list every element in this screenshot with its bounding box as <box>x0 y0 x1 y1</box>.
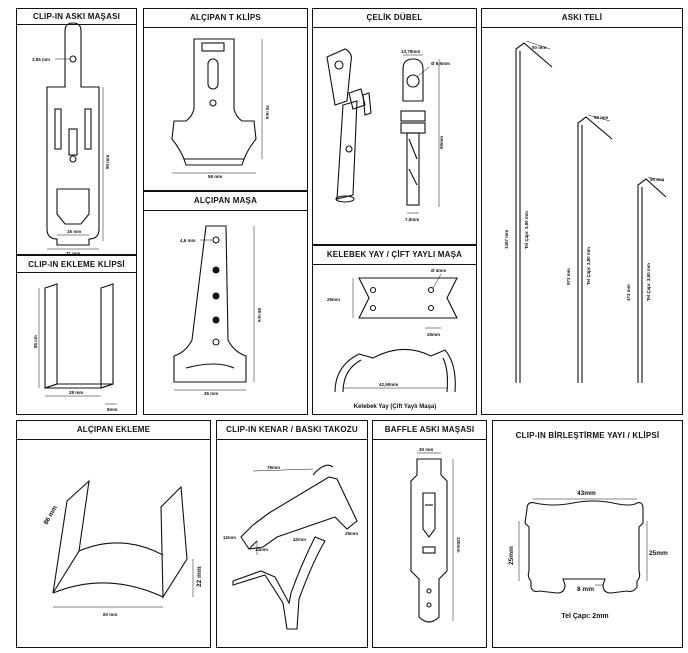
dim-right: 22 mm <box>196 566 203 587</box>
dim-height: 86 mm <box>43 504 59 526</box>
caption: Tel Çapı: 2mm <box>561 613 608 620</box>
alcipan-masa-drawing: 4,6 mm 66 mm 36 mm <box>173 225 262 396</box>
alcipan-t-klips-drawing: 76 mm 56 mm <box>171 38 270 179</box>
alcipan-ekleme-drawing: 86 mm 22 mm 60 mm <box>43 479 203 617</box>
dim-mid-hook: 50 mm <box>594 115 608 120</box>
dim-long-hook: 50 mm <box>532 45 546 50</box>
dim-mid: 42mm <box>293 537 306 542</box>
dim-left: 25mm <box>508 546 515 565</box>
dim-inner-width: 16 mm <box>67 229 81 234</box>
dim-height: 76 mm <box>265 105 270 119</box>
panel-title: ASKI TELİ <box>561 13 603 22</box>
panel-title: ALÇIPAN EKLEME <box>76 425 151 434</box>
dim-mid-len: 973 mm <box>566 268 571 285</box>
panel-clip-in-aski-masasi: CLIP-IN ASKI MAŞASI 3,55 mm 90 mm 16 mm … <box>16 8 137 256</box>
panel-title: BAFFLE ASKI MAŞASI <box>384 425 475 434</box>
title-rule <box>313 27 476 28</box>
dim-right: 25mm <box>649 550 668 557</box>
dim-bottom-width: 7,5mm <box>405 217 419 222</box>
panel-clip-in-birlestirme: CLIP-IN BİRLEŞTİRME YAYI / KLİPSİ 43mm 2… <box>492 420 683 648</box>
clip-in-ekleme-klipsi-drawing: 85 cm 28 mm 8mm <box>33 283 118 412</box>
panel-kelebek-yay: KELEBEK YAY / ÇİFT YAYLI MAŞA Ø 4mm 29mm… <box>312 245 477 415</box>
hole-filled <box>212 292 220 300</box>
panel-alcipan-ekleme: ALÇIPAN EKLEME 86 mm 22 mm 60 mm <box>16 420 211 648</box>
dim-height: 66 mm <box>257 308 262 322</box>
clip-in-aski-masasi-drawing: 3,55 mm 90 mm 16 mm 31 mm <box>32 22 110 256</box>
dim-width: 25mm <box>427 332 440 337</box>
dim-hole: 4,6 mm <box>180 238 196 243</box>
panel-alcipan-t-klips: ALÇIPAN T KLİPS 76 mm 56 mm <box>143 8 308 191</box>
dim-left: 12mm <box>223 535 236 540</box>
dim-width: 43mm <box>577 490 596 497</box>
title-rule <box>144 210 307 211</box>
dim-hole: 3,55 mm <box>32 57 50 62</box>
hole-filled <box>212 266 220 274</box>
hole-filled <box>212 316 220 324</box>
dim-width: 31 mm <box>66 251 80 256</box>
panel-title: ALÇIPAN MAŞA <box>193 196 258 205</box>
dim-right: 25mm <box>345 531 358 536</box>
kelebek-yay-drawing: Ø 4mm 29mm 25mm 42,90mm Kelebek Yay (Çif… <box>327 268 458 410</box>
panel-title: CLIP-IN ASKI MAŞASI <box>32 12 121 21</box>
dim-top: 75mm <box>267 465 280 470</box>
dim-depth: 8mm <box>107 407 118 412</box>
dim-height: 85 cm <box>33 335 38 348</box>
title-rule <box>17 24 136 25</box>
title-rule <box>373 439 486 440</box>
dim-width: 60 mm <box>103 612 117 617</box>
dim-gap: 8 mm <box>577 586 594 593</box>
dim-height: 60mm <box>439 136 444 149</box>
title-rule <box>17 439 210 440</box>
dim-small: 13mm <box>255 547 268 552</box>
panel-aski-teli: ASKI TELİ 1497 mm Tel Çapı: 3,80 mm 50 m… <box>481 8 683 415</box>
dim-long-diam: Tel Çapı: 3,80 mm <box>524 211 529 249</box>
panel-title: KELEBEK YAY / ÇİFT YAYLI MAŞA <box>326 250 463 259</box>
panel-clip-in-kenar: CLIP-IN KENAR / BASKI TAKOZU 75mm 12mm 1… <box>216 420 368 648</box>
panel-title: CLIP-IN BİRLEŞTİRME YAYI / KLİPSİ <box>515 431 660 440</box>
dim-height: 29mm <box>327 297 340 302</box>
celik-dubel-drawing: 13,79mm Ø 6,5mm 60mm 7,5mm <box>326 48 450 222</box>
baffle-aski-drawing: 30 mm 120mm <box>410 447 461 623</box>
title-rule <box>313 264 476 265</box>
dim-height: 120mm <box>456 537 461 553</box>
aski-teli-drawing: 1497 mm Tel Çapı: 3,80 mm 50 mm 973 mm T… <box>504 40 667 383</box>
dim-hole: Ø 6,5mm <box>431 61 450 66</box>
dim-width: 30 mm <box>419 447 433 452</box>
panel-title: CLIP-IN EKLEME KLİPSİ <box>28 260 125 269</box>
panel-title: ÇELİK DÜBEL <box>366 13 423 22</box>
dim-hole: Ø 4mm <box>431 268 446 273</box>
title-rule <box>482 27 682 28</box>
panel-title: ALÇIPAN T KLİPS <box>190 13 261 22</box>
title-rule <box>144 27 307 28</box>
dim-width: 36 mm <box>204 391 218 396</box>
panel-clip-in-ekleme-klipsi: CLIP-IN EKLEME KLİPSİ 85 cm 28 mm 8mm <box>16 255 137 415</box>
dim-top-width: 13,79mm <box>401 49 420 54</box>
panel-baffle-aski: BAFFLE ASKI MAŞASI 30 mm 120mm <box>372 420 487 648</box>
dim-width: 28 mm <box>69 390 83 395</box>
caption: Kelebek Yay (Çift Yaylı Maşa) <box>354 404 437 410</box>
dim-height: 90 mm <box>105 155 110 169</box>
dim-length: 42,90mm <box>379 382 398 387</box>
panel-title: CLIP-IN KENAR / BASKI TAKOZU <box>226 425 358 434</box>
clip-in-birlestirme-drawing: 43mm 25mm 25mm 8 mm Tel Çapı: 2mm <box>508 490 668 620</box>
dim-mid-diam: Tel Çapı: 3,80 mm <box>586 247 591 285</box>
dim-width: 56 mm <box>208 174 222 179</box>
clip-in-kenar-drawing: 75mm 12mm 13mm 42mm 25mm <box>223 464 358 630</box>
panel-alcipan-masa: ALÇIPAN MAŞA 4,6 mm 66 mm 36 mm <box>143 191 308 415</box>
title-rule <box>17 272 136 273</box>
dim-short-diam: Tel Çapı: 3,80 mm <box>646 263 651 301</box>
dim-short-len: 473 mm <box>626 284 631 301</box>
dim-long-len: 1497 mm <box>504 230 509 249</box>
panel-celik-dubel: ÇELİK DÜBEL 13,79mm Ø 6,5mm 60mm 7,5mm <box>312 8 477 245</box>
dim-short-hook: 50 mm <box>650 177 664 182</box>
title-rule <box>217 439 367 440</box>
